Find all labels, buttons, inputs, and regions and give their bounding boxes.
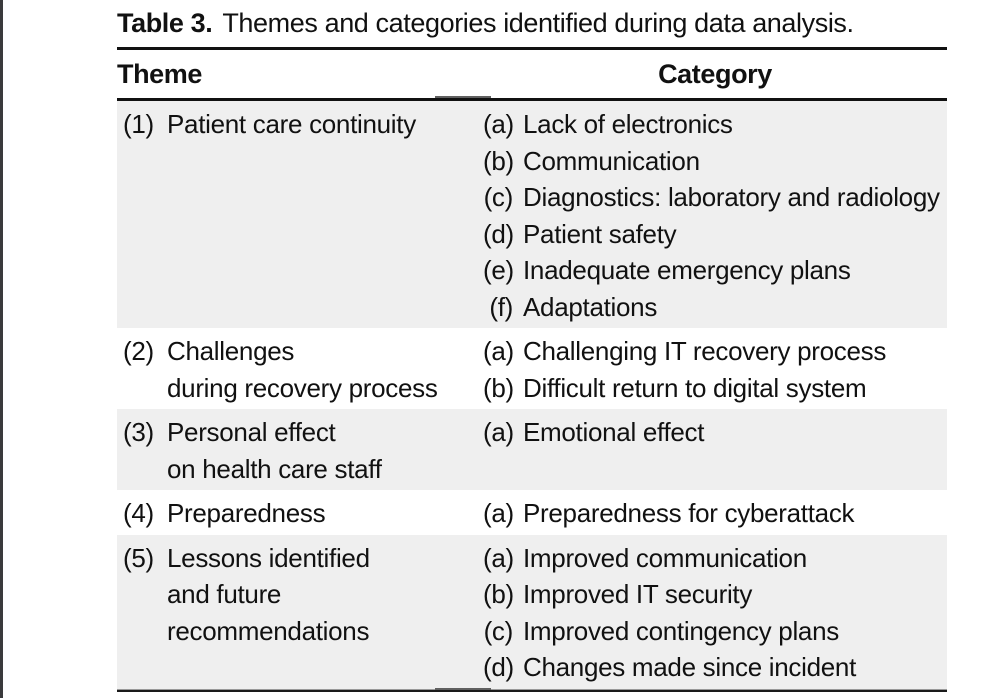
category-text: Improved IT security	[523, 579, 753, 609]
category-line: (d) Changes made since incident	[483, 649, 947, 686]
category-text: Challenging IT recovery process	[523, 336, 887, 366]
category-cell: (a) Emotional effect	[483, 414, 947, 487]
top-rule	[117, 47, 947, 50]
table-body: (1) Patient care continuity (a) Lack of ele…	[117, 101, 947, 689]
page-edge-bar	[0, 0, 3, 698]
category-text: Preparedness for cyberattack	[523, 498, 855, 528]
category-label: (a)	[483, 542, 514, 573]
category-text: Changes made since incident	[523, 652, 856, 682]
table-header-row: Theme Category	[117, 50, 947, 98]
category-line: (b) Communication	[483, 143, 947, 180]
category-line: (a) Lack of electronics	[483, 106, 947, 143]
category-label: (b)	[483, 372, 514, 403]
category-line: (c) Diagnostics: laboratory and radiology	[483, 179, 947, 216]
theme-number: (5)	[123, 542, 154, 573]
category-line: (a) Preparedness for cyberattack	[483, 495, 947, 532]
category-label: (d)	[483, 652, 514, 682]
theme-number: (4)	[123, 498, 154, 528]
rule-joint	[435, 96, 491, 98]
category-cell: (a) Improved communication (b) Improved IT …	[483, 540, 947, 686]
category-text: Improved contingency plans	[523, 615, 839, 646]
column-header-category: Category	[658, 58, 772, 89]
theme-line: during recovery process	[167, 372, 438, 403]
theme-line: Personal effect	[167, 417, 336, 447]
theme-cell: Personal effect on health care staff	[167, 414, 483, 487]
table-caption-label: Table 3.	[117, 8, 213, 38]
category-label: (e)	[483, 255, 514, 285]
theme-number: (1)	[123, 109, 154, 139]
category-line: (a) Improved communication	[483, 540, 947, 577]
category-text: Patient safety	[523, 218, 677, 249]
category-text: Improved communication	[523, 542, 807, 573]
category-label: (a)	[483, 498, 514, 528]
category-label: (d)	[483, 218, 514, 249]
category-label: (a)	[483, 417, 514, 447]
category-text: Communication	[523, 145, 700, 176]
category-line: (b) Difficult return to digital system	[483, 370, 947, 407]
theme-line: recommendations	[167, 615, 370, 646]
theme-line: Challenges	[167, 336, 295, 366]
category-cell: (a) Challenging IT recovery process (b) Dif…	[483, 333, 947, 406]
theme-line: Lessons identified	[167, 542, 370, 573]
category-line: (b) Improved IT security	[483, 576, 947, 613]
category-cell: (a) Preparedness for cyberattack	[483, 495, 947, 532]
theme-number: (3)	[123, 417, 154, 447]
theme-line: and future	[167, 579, 282, 609]
category-label: (c)	[483, 182, 514, 212]
bottom-rule	[117, 687, 947, 692]
table-caption-text: Themes and categories identified during …	[222, 8, 854, 38]
category-line: (a) Challenging IT recovery process	[483, 333, 947, 370]
theme-cell: Preparedness	[167, 495, 483, 532]
category-line: (d) Patient safety	[483, 216, 947, 253]
table-3: Table 3. Themes and categories identified…	[117, 0, 947, 692]
column-header-theme: Theme	[117, 58, 203, 89]
table-row: (3) Personal effect on health care staff (a…	[117, 409, 947, 490]
category-text: Diagnostics: laboratory and radiology	[523, 182, 940, 212]
category-label: (a)	[483, 109, 514, 139]
category-text: Difficult return to digital system	[523, 372, 867, 403]
category-text: Emotional effect	[523, 417, 705, 447]
category-label: (c)	[483, 615, 514, 646]
table-caption: Table 3. Themes and categories identified…	[117, 5, 947, 41]
theme-number: (2)	[123, 336, 154, 366]
rule-joint	[435, 687, 491, 690]
category-label: (b)	[483, 145, 514, 176]
category-line: (f) Adaptations	[483, 289, 947, 326]
category-label: (a)	[483, 336, 514, 366]
table-row: (5) Lessons identified and future recommend…	[117, 534, 947, 689]
header-rule	[117, 96, 947, 101]
category-label: (f)	[489, 291, 513, 322]
category-cell: (a)Lack of electronics(b)Communication(c…	[483, 106, 947, 325]
theme-cell: Lessons identified and future recommendati…	[167, 540, 483, 686]
theme-cell: Patient care continuity	[167, 106, 483, 325]
category-label: (b)	[483, 579, 514, 609]
theme-line: Patient care continuity	[167, 109, 416, 139]
theme-line: on health care staff	[167, 453, 382, 484]
theme-line: Preparedness	[167, 498, 326, 528]
category-line: (e) Inadequate emergency plans	[483, 252, 947, 289]
theme-cell: Challenges during recovery process	[167, 333, 483, 406]
category-text: Adaptations	[523, 291, 658, 322]
category-text: Lack of electronics	[523, 109, 733, 139]
table-row: (4) Preparedness (a) Preparedness for cyber…	[117, 490, 947, 535]
category-line: (a) Emotional effect	[483, 414, 947, 451]
category-line: (c) Improved contingency plans	[483, 613, 947, 650]
category-text: Inadequate emergency plans	[523, 255, 851, 285]
table-row: (1) Patient care continuity (a) Lack of ele…	[117, 101, 947, 328]
